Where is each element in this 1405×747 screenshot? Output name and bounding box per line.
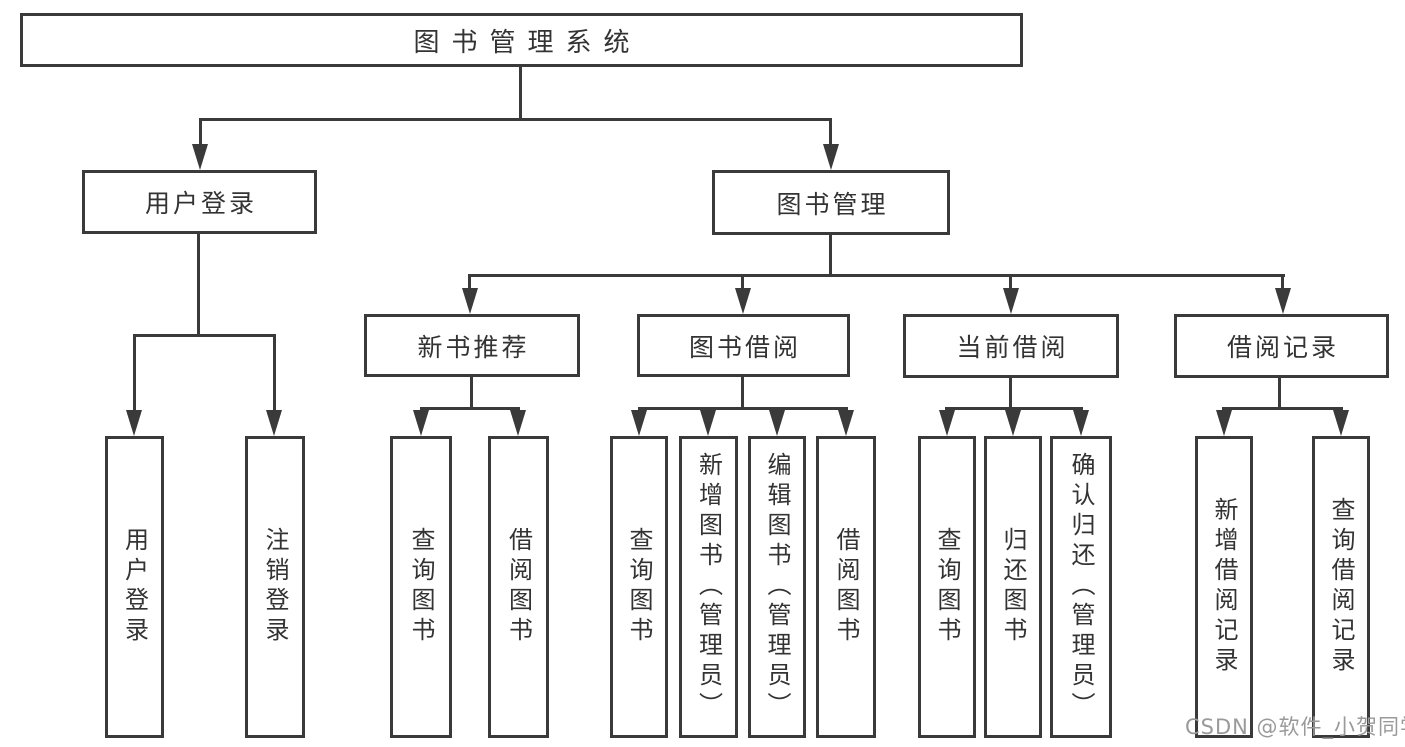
arrow-down-icon [266,410,282,436]
line [273,334,276,414]
line [133,334,136,414]
line [741,274,744,292]
arrow-down-icon [700,410,716,436]
arrow-down-icon [939,410,955,436]
node-root: 图书管理系统 [20,13,1023,67]
leaf-bb-edit-books-admin: 编辑图书（管理员） [748,436,806,738]
arrow-down-icon [1073,410,1089,436]
node-user-login: 用户登录 [82,170,317,234]
node-book-management: 图书管理 [712,170,950,235]
arrow-down-icon [1005,410,1021,436]
line [1281,274,1284,292]
arrow-down-icon [462,288,478,314]
line [638,407,848,410]
line [199,118,832,121]
line [1278,378,1281,410]
arrow-down-icon [192,144,208,170]
line [133,334,276,337]
leaf-nb-query-books: 查询图书 [390,436,452,738]
leaf-br-add-record: 新增借阅记录 [1195,436,1253,738]
leaf-bb-add-books-admin: 新增图书（管理员） [679,436,738,738]
arrow-down-icon [838,410,854,436]
watermark: CSDN @软件_小贺同学 [1185,715,1405,739]
leaf-bb-borrow-books: 借阅图书 [816,436,876,738]
node-current-borrow: 当前借阅 [903,314,1119,378]
arrow-down-icon [1003,288,1019,314]
node-book-borrow: 图书借阅 [637,314,850,377]
line [468,274,471,292]
leaf-cb-confirm-return-admin: 确认归还（管理员） [1050,436,1112,738]
arrow-down-icon [1216,410,1232,436]
leaf-cb-query-books: 查询图书 [918,436,976,738]
node-borrow-records: 借阅记录 [1174,314,1389,378]
arrow-down-icon [1333,410,1349,436]
arrow-down-icon [823,144,839,170]
line [197,234,200,337]
leaf-logout-login: 注销登录 [245,436,305,738]
line [741,377,744,410]
line [469,274,1285,277]
arrow-down-icon [735,288,751,314]
arrow-down-icon [510,410,526,436]
leaf-nb-borrow-books: 借阅图书 [488,436,549,738]
arrow-down-icon [1275,288,1291,314]
arrow-down-icon [126,410,142,436]
line [829,235,832,276]
line [1222,407,1343,410]
leaf-bb-query-books: 查询图书 [610,436,668,738]
leaf-user-login: 用户登录 [105,436,164,738]
line [470,377,473,410]
line [420,407,520,410]
line [945,407,1083,410]
leaf-cb-return-books: 归还图书 [984,436,1042,738]
line [519,67,522,120]
arrow-down-icon [631,410,647,436]
line [1009,274,1012,292]
line [1009,378,1012,410]
arrow-down-icon [769,410,785,436]
leaf-br-query-record: 查询借阅记录 [1312,436,1370,738]
node-new-book-recommend: 新书推荐 [364,314,580,377]
line [829,118,832,148]
line [199,118,202,148]
arrow-down-icon [413,410,429,436]
